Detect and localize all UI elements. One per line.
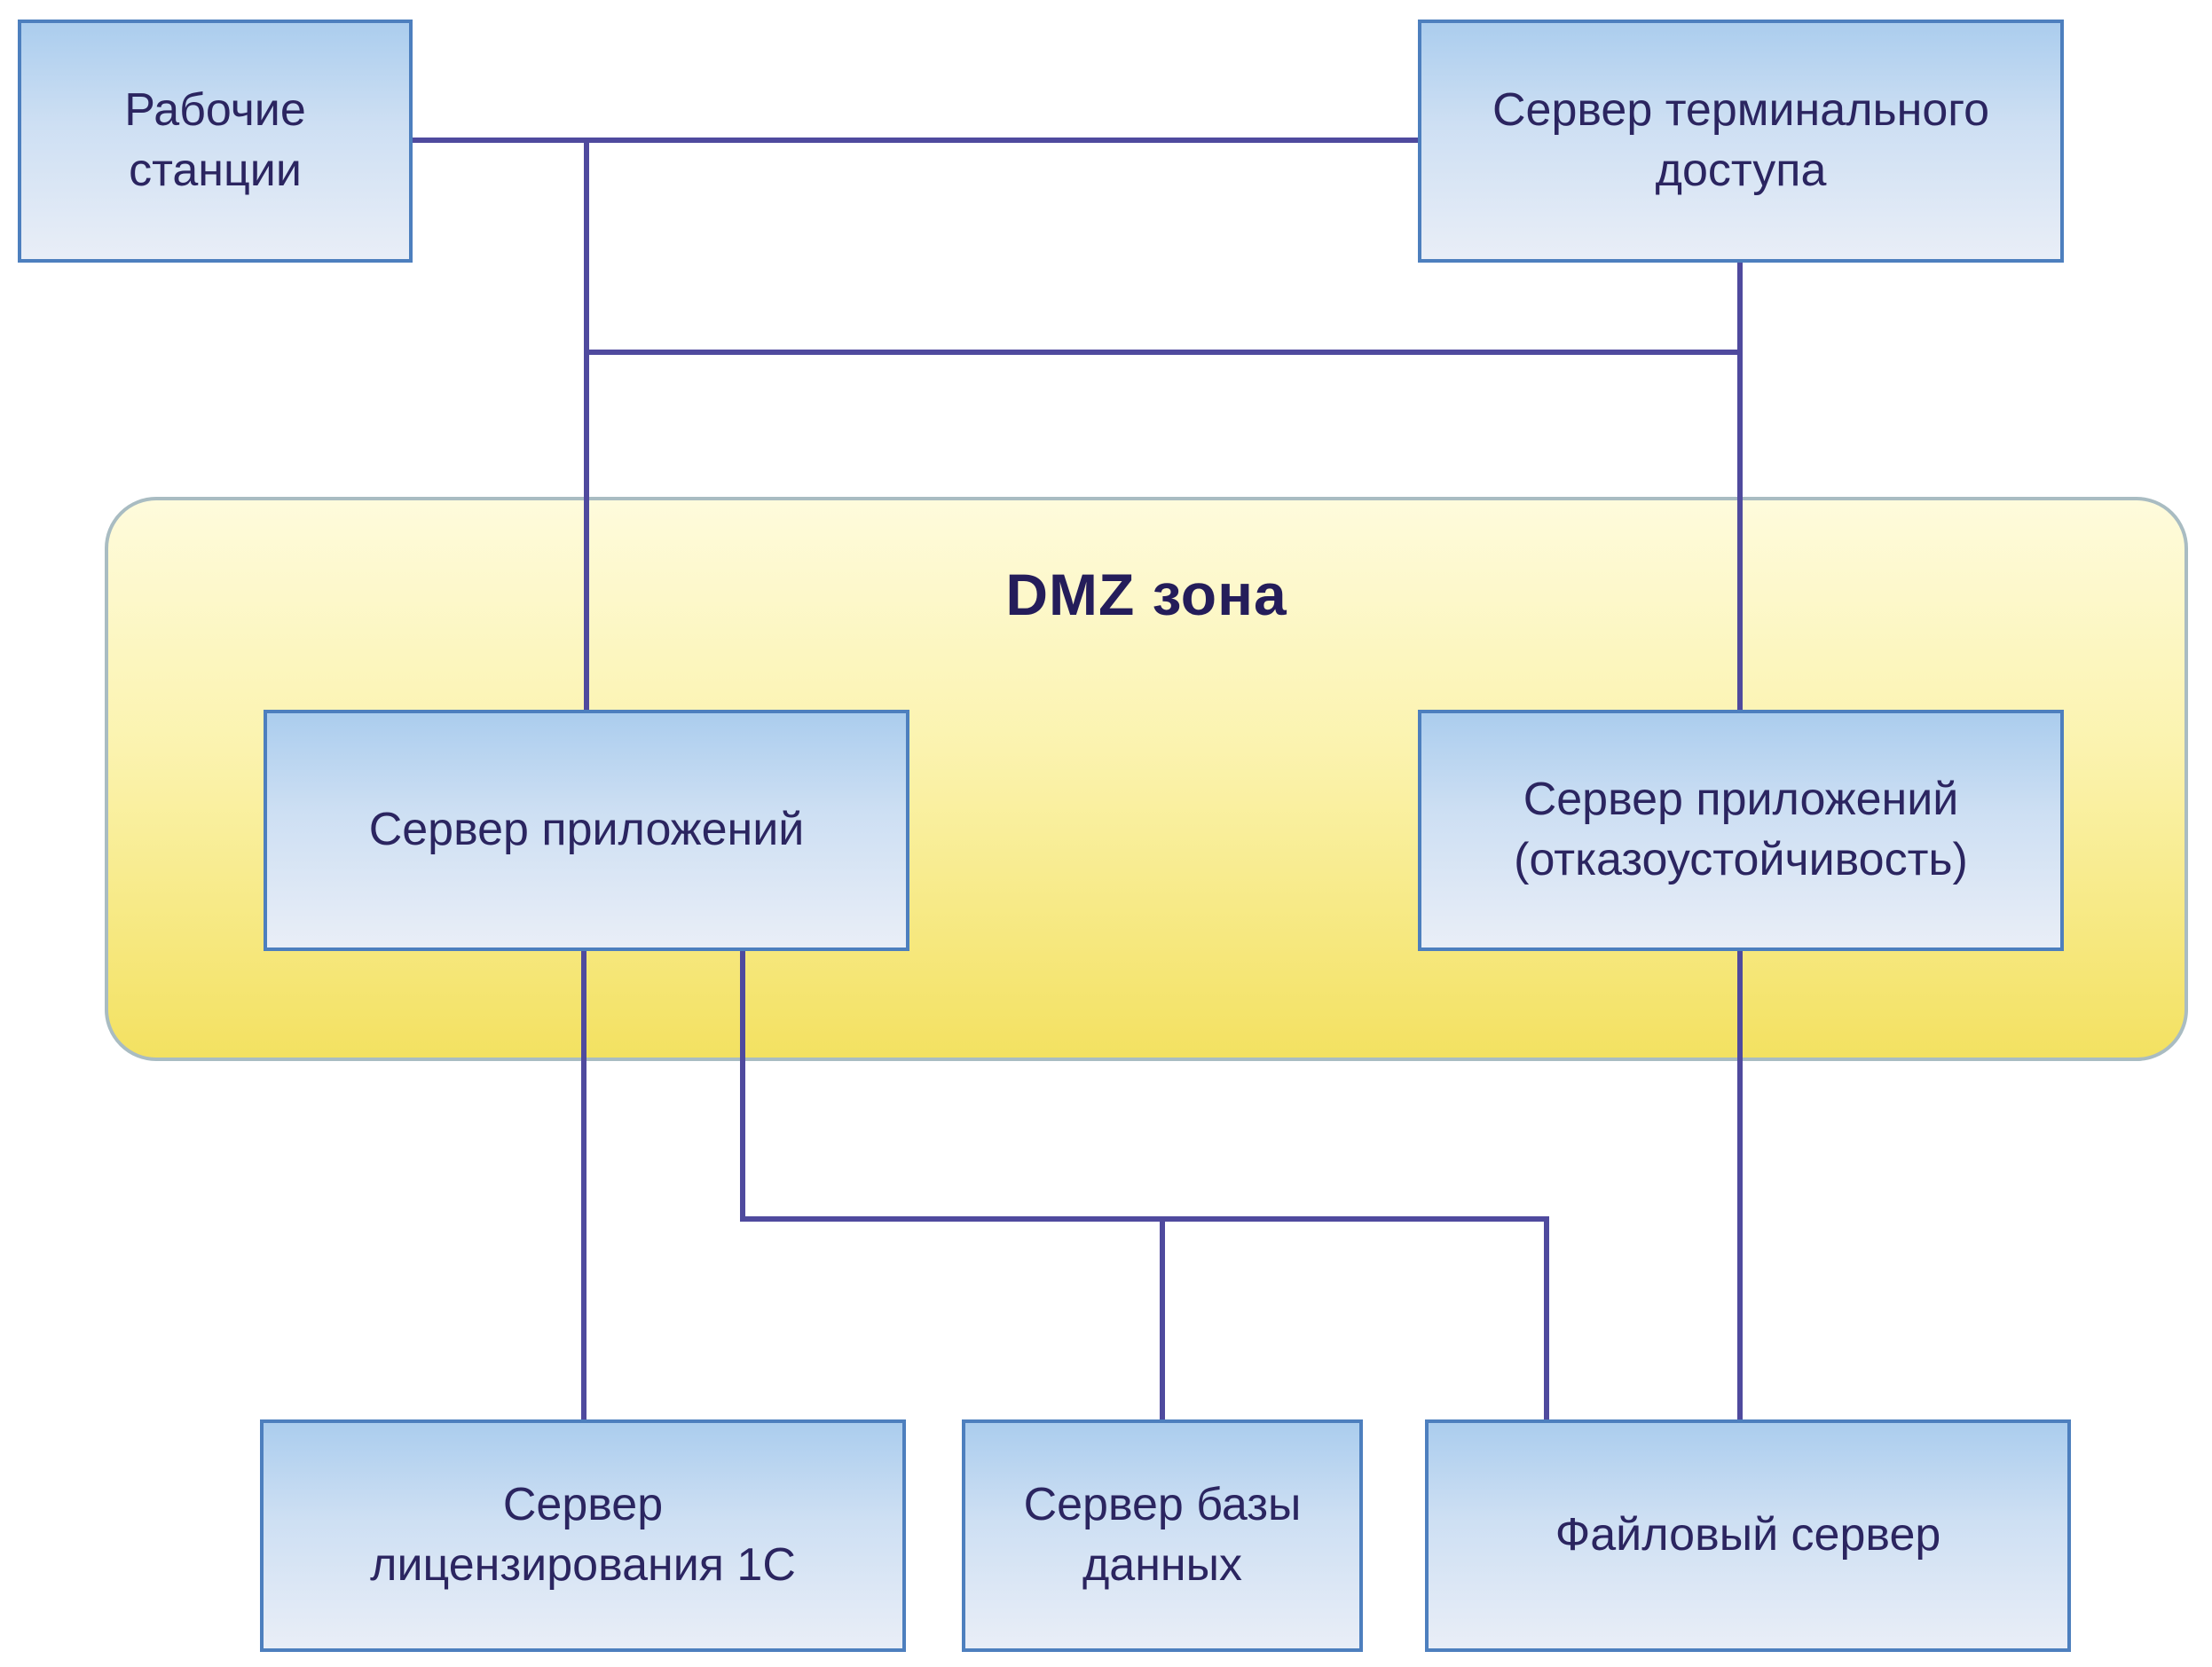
node-database-server: Сервер базы данных <box>962 1419 1363 1652</box>
link-lower-horizontal <box>740 1216 1549 1222</box>
node-file-server-label: Файловый сервер <box>1555 1509 1941 1561</box>
node-application-server-failover-label: Сервер приложений (отказоустойчивость) <box>1514 774 1968 885</box>
node-license-server-1c-label: Сервер лицензирования 1С <box>370 1479 796 1591</box>
node-file-server: Файловый сервер <box>1425 1419 2071 1652</box>
dmz-zone-title: DMZ зона <box>1005 562 1287 627</box>
link-app1-to-license <box>581 948 586 1423</box>
node-application-server: Сервер приложений <box>264 710 909 951</box>
link-drop-to-database <box>1160 1220 1165 1423</box>
node-database-server-label: Сервер базы данных <box>1023 1479 1302 1591</box>
link-workstations-terminal <box>413 138 1418 143</box>
node-application-server-failover: Сервер приложений (отказоустойчивость) <box>1418 710 2064 951</box>
node-license-server-1c: Сервер лицензирования 1С <box>260 1419 906 1652</box>
link-app1-drop <box>740 948 745 1222</box>
node-workstations: Рабочие станции <box>18 20 413 263</box>
link-cross-horizontal <box>584 350 1743 355</box>
link-branch-to-app1 <box>584 138 589 715</box>
link-app2-to-file <box>1737 948 1743 1423</box>
node-workstations-label: Рабочие станции <box>124 84 306 196</box>
node-application-server-label: Сервер приложений <box>368 804 805 856</box>
link-terminal-to-app2 <box>1737 260 1743 715</box>
node-terminal-access-server: Сервер терминального доступа <box>1418 20 2064 263</box>
link-drop-to-file <box>1544 1220 1549 1423</box>
node-terminal-access-server-label: Сервер терминального доступа <box>1492 84 1990 196</box>
